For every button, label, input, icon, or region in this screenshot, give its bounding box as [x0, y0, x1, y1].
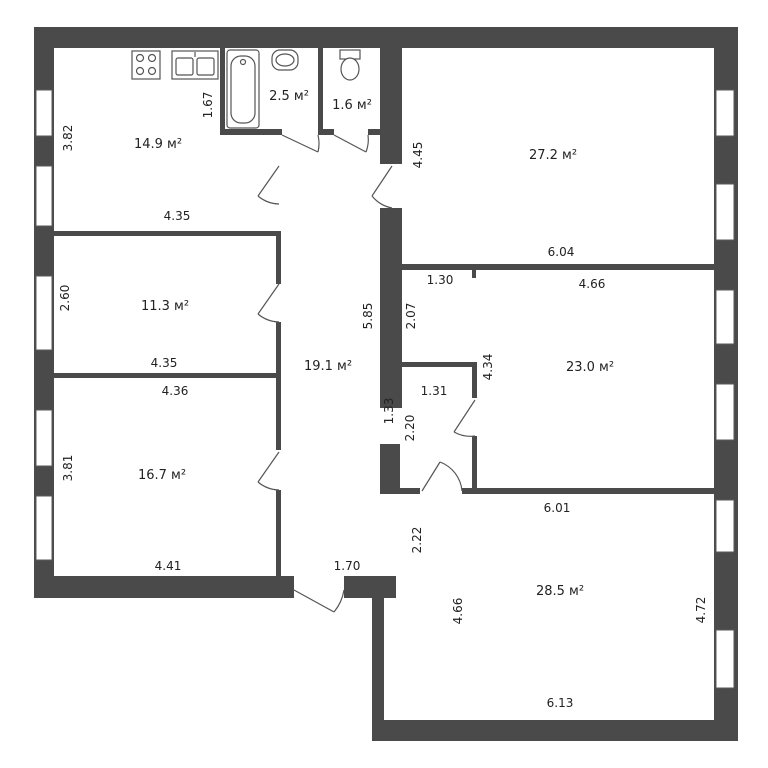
dim-room23-width-top: 4.66 — [579, 277, 606, 291]
dim-room28-height-left: 4.66 — [451, 598, 465, 625]
wall-kitchen-bottom — [54, 231, 281, 236]
doors — [257, 134, 476, 613]
dim-corridor-opening: 1.33 — [382, 398, 396, 425]
stove-icon — [131, 50, 161, 80]
wall-room23-bottom — [462, 488, 714, 494]
wall-hall-top — [400, 362, 476, 367]
window-right-4 — [715, 383, 735, 441]
door-kitchen — [257, 165, 280, 205]
wall-bath-bottom — [220, 129, 282, 135]
wall-corridor-right-top — [380, 48, 402, 164]
wall-left-column-mid — [276, 322, 281, 450]
door-room11 — [257, 283, 280, 323]
area-room-top-right: 27.2 м² — [529, 148, 577, 163]
wall-room28-top-stub — [400, 488, 420, 494]
dim-room23-width: 6.01 — [544, 501, 571, 515]
window-right-2 — [715, 183, 735, 241]
area-bath: 2.5 м² — [269, 89, 309, 104]
dim-room16-height: 3.81 — [61, 455, 75, 482]
fixtures — [131, 49, 361, 129]
dim-room28-height-right: 4.72 — [694, 597, 708, 624]
wall-hall-right-lower — [472, 436, 477, 492]
window-left-3 — [35, 275, 53, 351]
dim-room27-height: 4.45 — [411, 142, 425, 169]
window-right-1 — [715, 89, 735, 137]
door-room28 — [421, 461, 463, 492]
window-right-6 — [715, 629, 735, 689]
dimension-labels: 3.82 1.67 4.35 2.60 4.35 4.36 3.81 4.41 … — [58, 92, 708, 710]
door-entrance — [293, 589, 345, 613]
door-room16 — [257, 451, 280, 491]
dim-hall-lower-height: 2.20 — [403, 415, 417, 442]
wall-corridor-right-mid — [380, 208, 402, 408]
dim-room16-width-top: 4.36 — [162, 384, 189, 398]
wall-wc-bottom-right — [368, 129, 382, 135]
door-bath — [281, 134, 320, 153]
dim-hall-width-top: 1.30 — [427, 273, 454, 287]
wall-left-column-lower — [276, 490, 281, 580]
wall-bottom-notch — [344, 576, 396, 598]
dim-corridor-length: 5.85 — [361, 303, 375, 330]
window-left-5 — [35, 495, 53, 561]
windows — [35, 89, 735, 689]
bathtub-icon — [226, 49, 260, 129]
wall-corridor-right-low — [380, 444, 400, 494]
dim-entrance-width: 1.70 — [334, 559, 361, 573]
area-corridor: 19.1 м² — [304, 359, 352, 374]
area-kitchen: 14.9 м² — [134, 137, 182, 152]
dim-kitchen-width: 4.35 — [164, 209, 191, 223]
dim-hall-height: 2.07 — [404, 303, 418, 330]
area-room-right-mid: 23.0 м² — [566, 360, 614, 375]
window-left-4 — [35, 409, 53, 467]
window-left-1 — [35, 89, 53, 137]
area-room-left-mid: 11.3 м² — [141, 299, 189, 314]
wall-bottom — [372, 720, 738, 741]
area-room-bottom-right: 28.5 м² — [536, 584, 584, 599]
window-right-5 — [715, 499, 735, 553]
wall-hall-right-upper — [472, 362, 477, 398]
window-left-2 — [35, 165, 53, 227]
wall-bath-left — [220, 48, 225, 135]
dim-room23-height: 4.34 — [481, 354, 495, 381]
kitchen-sink-icon — [171, 50, 219, 80]
dim-room27-width: 6.04 — [548, 245, 575, 259]
wall-left-column-upper — [276, 232, 281, 284]
dim-bath-height: 1.67 — [201, 92, 215, 119]
wall-room27-stub — [472, 264, 476, 278]
dim-kitchen-height: 3.82 — [61, 125, 75, 152]
interior-walls — [54, 48, 714, 580]
dim-hall-width: 1.31 — [421, 384, 448, 398]
toilet-icon — [339, 49, 361, 81]
wall-bottom-right-left — [372, 576, 384, 741]
wall-bath-wc-divider — [318, 48, 323, 135]
wall-room27-bottom — [400, 264, 714, 270]
door-wc — [333, 134, 369, 153]
dim-room28-width: 6.13 — [547, 696, 574, 710]
dim-room16-width: 4.41 — [155, 559, 182, 573]
area-labels: 14.9 м² 2.5 м² 1.6 м² 27.2 м² 11.3 м² 19… — [134, 89, 614, 599]
window-right-3 — [715, 289, 735, 345]
wall-top — [34, 27, 738, 48]
washbasin-icon — [271, 49, 299, 71]
area-room-left-bottom: 16.7 м² — [138, 468, 186, 483]
wall-room11-bottom — [54, 373, 281, 378]
door-room27 — [371, 165, 393, 209]
wall-wc-bottom — [318, 129, 334, 135]
door-room23 — [453, 399, 476, 437]
wall-bottom-left — [34, 576, 294, 598]
area-wc: 1.6 м² — [332, 98, 372, 113]
dim-room28-upper-height: 2.22 — [410, 527, 424, 554]
dim-room11-height: 2.60 — [58, 285, 72, 312]
dim-room11-width: 4.35 — [151, 356, 178, 370]
